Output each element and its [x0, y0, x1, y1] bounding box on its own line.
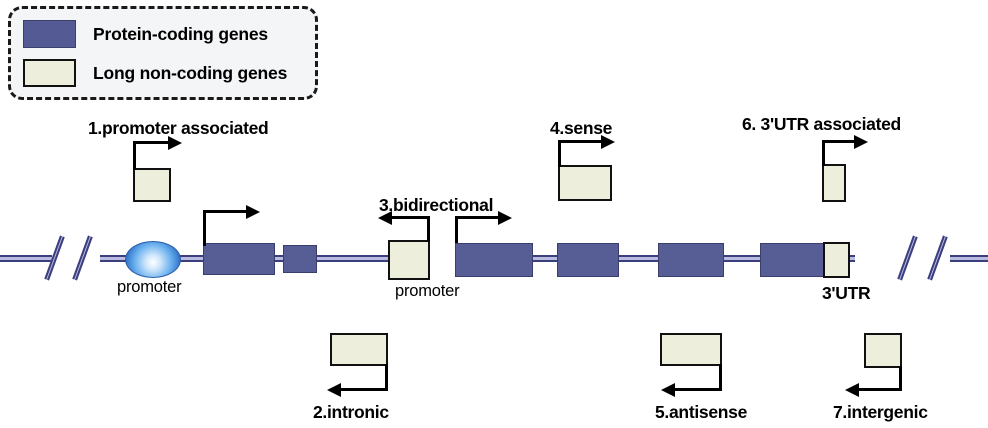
class-7-arrow-head — [845, 382, 859, 397]
legend-item-protein-coding: Protein-coding genes — [23, 20, 268, 48]
promoter-label-mid: promoter — [395, 282, 460, 300]
exon-gene2-2 — [557, 243, 619, 277]
class-2-arrow-stem — [385, 364, 388, 391]
break-slash-left-2 — [72, 235, 93, 281]
class-5-arrow-stem — [719, 364, 722, 391]
class-3-label: 3.bidirectional — [379, 195, 494, 215]
class-7-arrow-stem — [899, 366, 902, 391]
class-3-right-arrow-head — [498, 210, 512, 225]
utr-label: 3'UTR — [822, 283, 871, 303]
exon-gene1-2 — [283, 245, 317, 273]
tss-arrow-gene1-arm — [203, 210, 248, 213]
class-7-box — [864, 333, 902, 368]
exon-gene1-1 — [203, 243, 275, 275]
protein-coding-swatch — [23, 20, 76, 48]
class-5-arrow-head — [661, 382, 675, 397]
class-1-arrow-head — [168, 135, 182, 150]
long-non-coding-swatch — [23, 59, 76, 87]
class-7-arrow-arm — [858, 388, 902, 391]
class-7-label: 7.intergenic — [833, 402, 928, 422]
legend-box: Protein-coding genes Long non-coding gen… — [8, 6, 318, 100]
genomic-track-segment-gene2 — [455, 255, 855, 262]
class-1-arrow-stem — [133, 141, 136, 170]
class-4-arrow-head — [601, 134, 615, 149]
exon-gene2-1 — [455, 243, 533, 277]
class-2-box — [330, 333, 388, 366]
class-3-box — [388, 240, 430, 280]
tss-arrow-gene1-head — [246, 204, 260, 219]
class-5-arrow-arm — [674, 388, 722, 391]
class-5-label: 5.antisense — [655, 402, 748, 422]
exon-gene2-3 — [658, 243, 724, 277]
class-6-arrow-head — [854, 134, 868, 149]
exon-gene2-4 — [760, 243, 825, 277]
legend-label-long-non-coding: Long non-coding genes — [93, 62, 288, 83]
break-slash-right-2 — [927, 235, 948, 281]
class-1-label: 1.promoter associated — [88, 118, 269, 138]
legend-label-protein-coding: Protein-coding genes — [93, 23, 268, 44]
class-2-arrow-arm — [340, 388, 388, 391]
utr-box — [823, 242, 850, 278]
class-4-arrow-stem — [558, 140, 561, 167]
class-4-label: 4.sense — [550, 118, 613, 138]
class-6-box — [822, 164, 846, 202]
class-1-arrow-arm — [133, 141, 170, 144]
class-4-box — [558, 165, 612, 201]
class-2-arrow-head — [327, 382, 341, 397]
class-4-arrow-arm — [558, 140, 603, 143]
class-3-left-arrow-arm — [390, 216, 430, 219]
break-slash-right-1 — [897, 235, 918, 281]
genomic-track-segment-left-end — [0, 255, 52, 262]
tss-arrow-gene1-stem — [203, 210, 206, 246]
promoter-label-left: promoter — [117, 278, 182, 296]
class-3-right-arrow-stem — [455, 216, 458, 246]
class-6-arrow-arm — [822, 140, 856, 143]
class-5-box — [660, 333, 722, 366]
class-6-arrow-stem — [822, 140, 825, 166]
class-3-right-arrow-arm — [455, 216, 500, 219]
promoter-ellipse — [125, 241, 181, 278]
legend-item-long-non-coding: Long non-coding genes — [23, 59, 287, 87]
class-2-label: 2.intronic — [313, 402, 389, 422]
class-3-left-arrow-head — [378, 210, 392, 225]
class-6-label: 6. 3'UTR associated — [742, 114, 901, 134]
class-1-box — [133, 168, 171, 202]
class-3-left-arrow-stem — [427, 216, 430, 242]
genomic-track-segment-right-end — [950, 255, 988, 262]
